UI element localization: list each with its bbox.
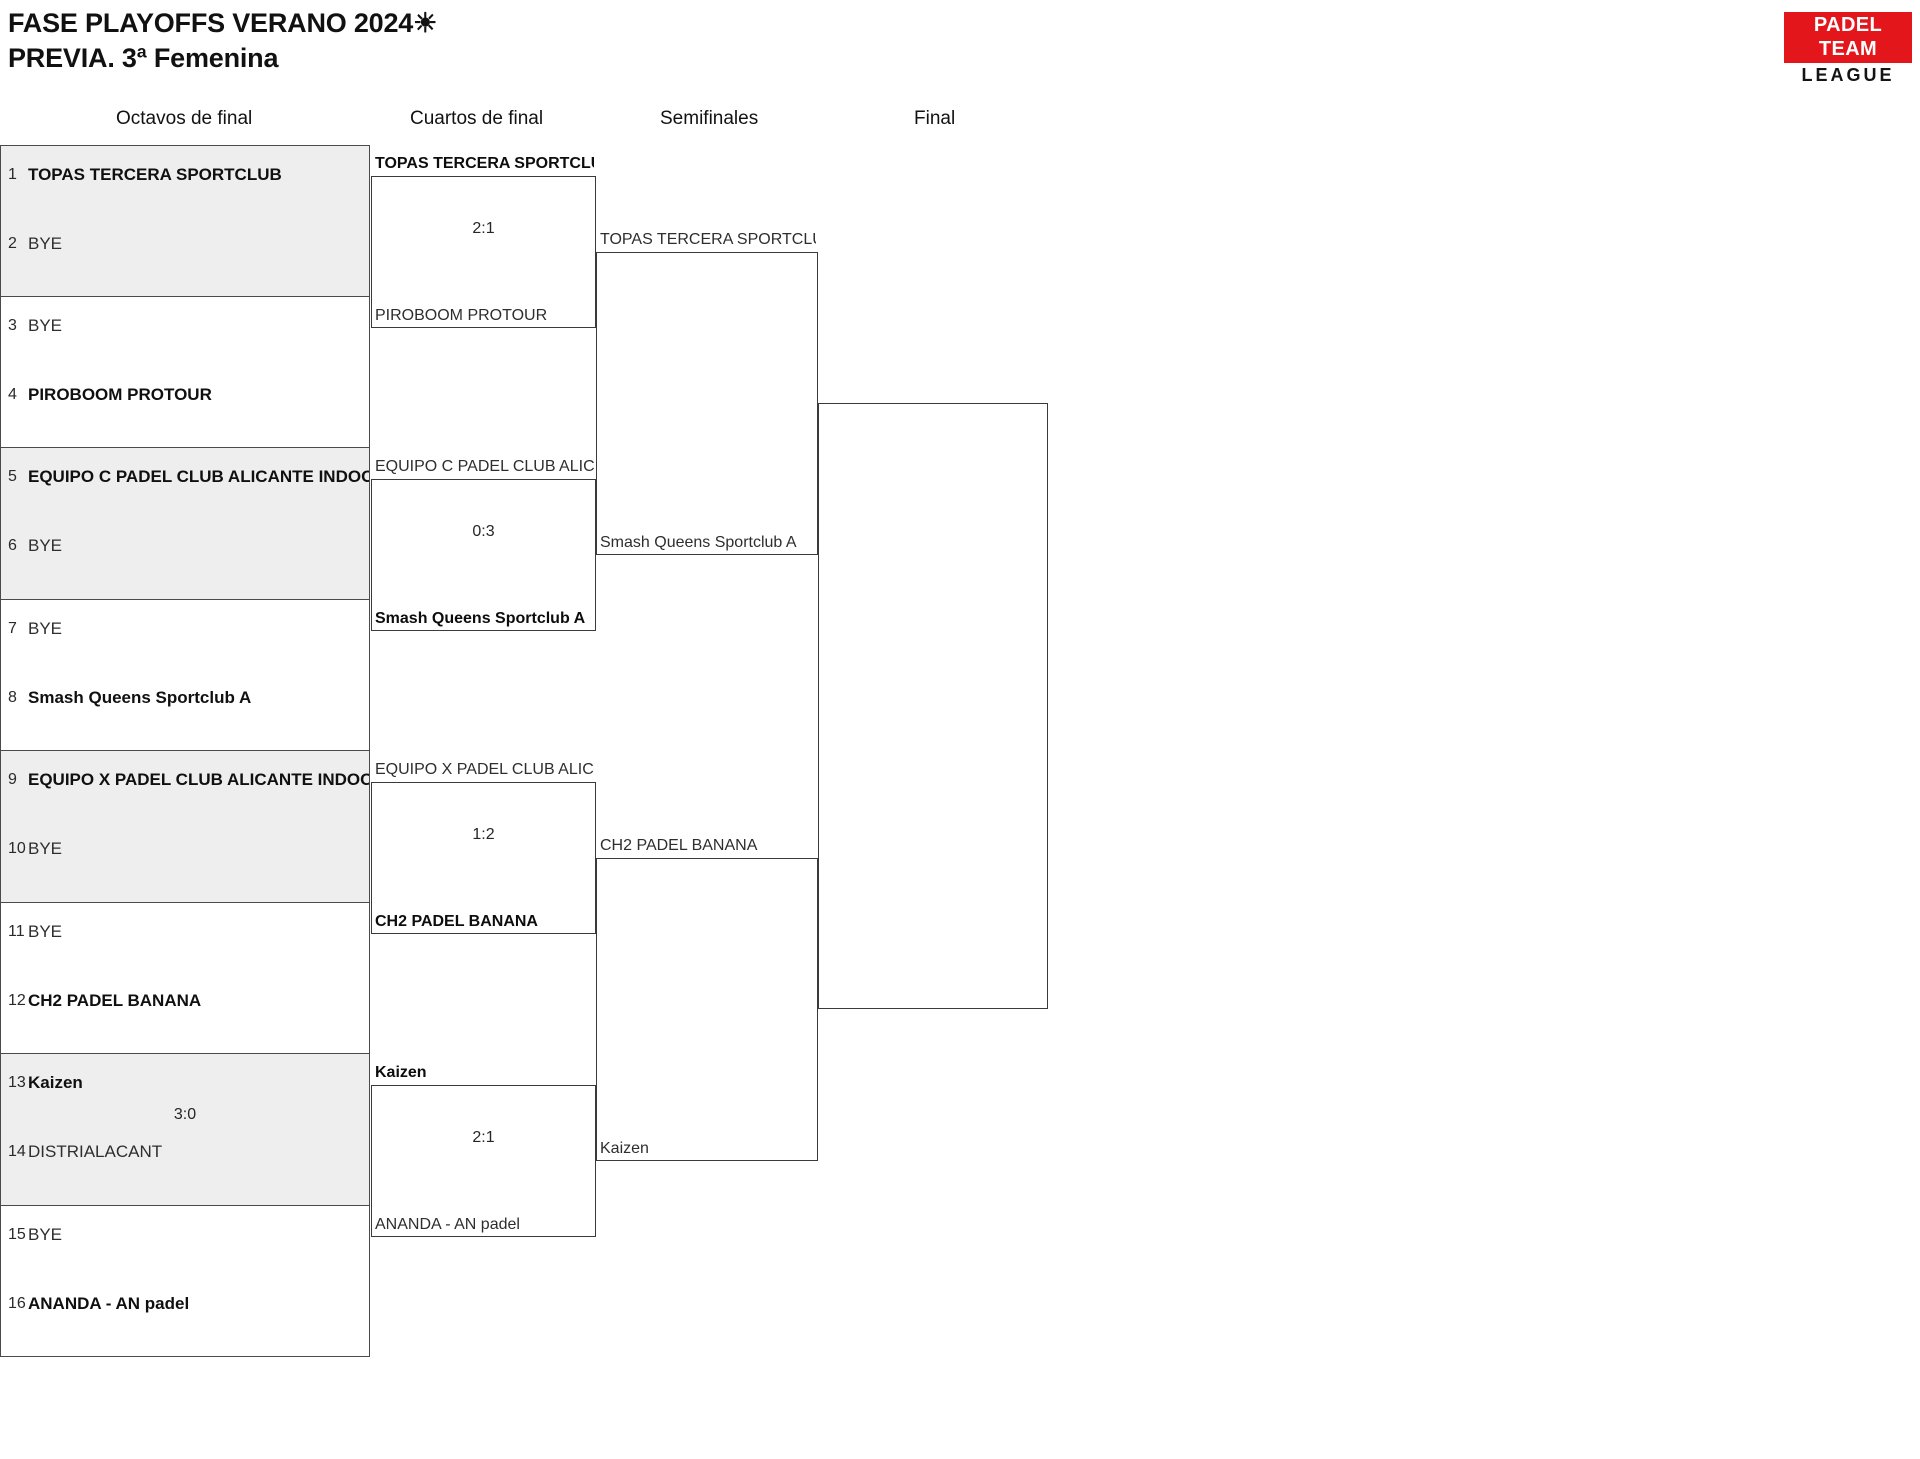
seed-number: 16: [8, 1294, 26, 1312]
cuartos-match[interactable]: 0:3: [371, 479, 596, 631]
seed-number: 2: [8, 235, 17, 252]
seed-team-name: PIROBOOM PROTOUR: [28, 384, 212, 404]
seed-team-name: Smash Queens Sportclub A: [28, 687, 252, 707]
seed-number: 3: [8, 316, 17, 334]
seed-number: 10: [8, 840, 26, 857]
cuartos-entrant-bottom: Smash Queens Sportclub A: [375, 609, 586, 627]
octavos-seed-row[interactable]: 8 Smash Queens Sportclub A: [1, 686, 369, 710]
semifinal-entrant-bottom: Kaizen: [600, 1139, 649, 1157]
seed-number: 6: [8, 537, 17, 554]
title-line-2: PREVIA. 3ª Femenina: [8, 42, 279, 73]
logo-top-text: PADEL TEAM: [1784, 12, 1912, 63]
seed-team-name: BYE: [28, 618, 63, 638]
cuartos-score: 2:1: [472, 219, 495, 237]
seed-team-name: BYE: [28, 1224, 63, 1244]
seed-team-name: TOPAS TERCERA SPORTCLUB: [28, 165, 282, 184]
seed-team-name: EQUIPO C PADEL CLUB ALICANTE INDOOR: [28, 467, 369, 486]
seed-number: 14: [8, 1143, 26, 1160]
seed-number: 13: [8, 1074, 26, 1091]
octavos-seed-row[interactable]: 6 BYE: [1, 534, 369, 558]
octavos-seed-row[interactable]: 5 EQUIPO C PADEL CLUB ALICANTE INDOOR: [1, 465, 369, 489]
logo-bottom-text: LEAGUE: [1801, 65, 1895, 85]
octavos-seed-row[interactable]: 9 EQUIPO X PADEL CLUB ALICANTE INDOOR: [1, 768, 369, 792]
seed-team-name: ANANDA - AN padel: [28, 1293, 190, 1313]
round-heading-semifinales: Semifinales: [660, 108, 759, 129]
seed-number: 15: [8, 1225, 26, 1243]
seed-team-name: CH2 PADEL BANANA: [28, 990, 202, 1010]
octavos-seed-row[interactable]: 4 PIROBOOM PROTOUR: [1, 383, 369, 407]
cuartos-score: 0:3: [472, 522, 495, 540]
semifinal-match[interactable]: [596, 857, 818, 1161]
cuartos-entrant-bottom: CH2 PADEL BANANA: [375, 912, 538, 930]
semifinal-entrant-top: CH2 PADEL BANANA: [600, 836, 758, 854]
cuartos-entrant-top: EQUIPO C PADEL CLUB ALIC.: [375, 458, 594, 475]
octavos-seed-row[interactable]: 2 BYE: [1, 232, 369, 256]
title-line-1: FASE PLAYOFFS VERANO 2024☀: [8, 8, 438, 38]
seed-team-name: BYE: [28, 921, 63, 941]
semifinal-match[interactable]: [596, 251, 818, 555]
octavos-match[interactable]: 3 BYE 4 PIROBOOM PROTOUR: [0, 296, 370, 448]
round-heading-octavos: Octavos de final: [116, 108, 253, 129]
seed-team-name: BYE: [28, 315, 63, 335]
seed-team-name: BYE: [28, 234, 63, 253]
round-heading-cuartos: Cuartos de final: [410, 108, 544, 129]
page-title: FASE PLAYOFFS VERANO 2024☀ PREVIA. 3ª Fe…: [8, 6, 437, 75]
octavos-seed-row[interactable]: 1 TOPAS TERCERA SPORTCLUB: [1, 163, 369, 187]
semifinal-entrant-bottom: Smash Queens Sportclub A: [600, 533, 797, 551]
cuartos-match[interactable]: 2:1: [371, 1085, 596, 1237]
cuartos-entrant-bottom: ANANDA - AN padel: [375, 1215, 520, 1233]
seed-team-name: BYE: [28, 536, 63, 555]
octavos-match[interactable]: 5 EQUIPO C PADEL CLUB ALICANTE INDOOR 6 BYE: [0, 448, 370, 600]
cuartos-entrant-top: TOPAS TERCERA SPORTCLUB: [375, 155, 594, 172]
octavos-match[interactable]: 7 BYE 8 Smash Queens Sportclub A: [0, 599, 370, 751]
seed-team-name: DISTRIALACANT: [28, 1142, 163, 1161]
seed-number: 8: [8, 688, 17, 706]
cuartos-match[interactable]: 1:2: [371, 782, 596, 934]
cuartos-entrant-top: EQUIPO X PADEL CLUB ALICA: [375, 761, 594, 778]
cuartos-score: 1:2: [472, 825, 495, 843]
cuartos-entrant-top: Kaizen: [375, 1064, 427, 1081]
octavos-match[interactable]: 1 TOPAS TERCERA SPORTCLUB 2 BYE: [0, 145, 370, 297]
round-heading-final: Final: [914, 108, 956, 129]
final-match[interactable]: [818, 403, 1048, 1010]
semifinal-entrant-top: TOPAS TERCERA SPORTCLUB: [600, 230, 816, 248]
octavos-score: 3:0: [173, 1106, 197, 1123]
seed-number: 12: [8, 991, 26, 1009]
seed-team-name: BYE: [28, 839, 63, 858]
seed-number: 7: [8, 619, 17, 637]
cuartos-score: 2:1: [472, 1128, 495, 1146]
seed-team-name: EQUIPO X PADEL CLUB ALICANTE INDOOR: [28, 770, 369, 789]
cuartos-match[interactable]: 2:1: [371, 176, 596, 328]
octavos-seed-row[interactable]: 7 BYE: [1, 617, 369, 641]
seed-number: 11: [8, 922, 25, 940]
padel-team-league-logo: PADEL TEAM LEAGUE: [1784, 12, 1912, 87]
seed-number: 1: [8, 166, 17, 183]
seed-number: 4: [8, 385, 17, 403]
cuartos-entrant-bottom: PIROBOOM PROTOUR: [375, 306, 548, 324]
seed-number: 9: [8, 771, 17, 788]
octavos-seed-row[interactable]: 3 BYE: [1, 314, 369, 338]
seed-number: 5: [8, 468, 17, 485]
seed-team-name: Kaizen: [28, 1073, 83, 1092]
